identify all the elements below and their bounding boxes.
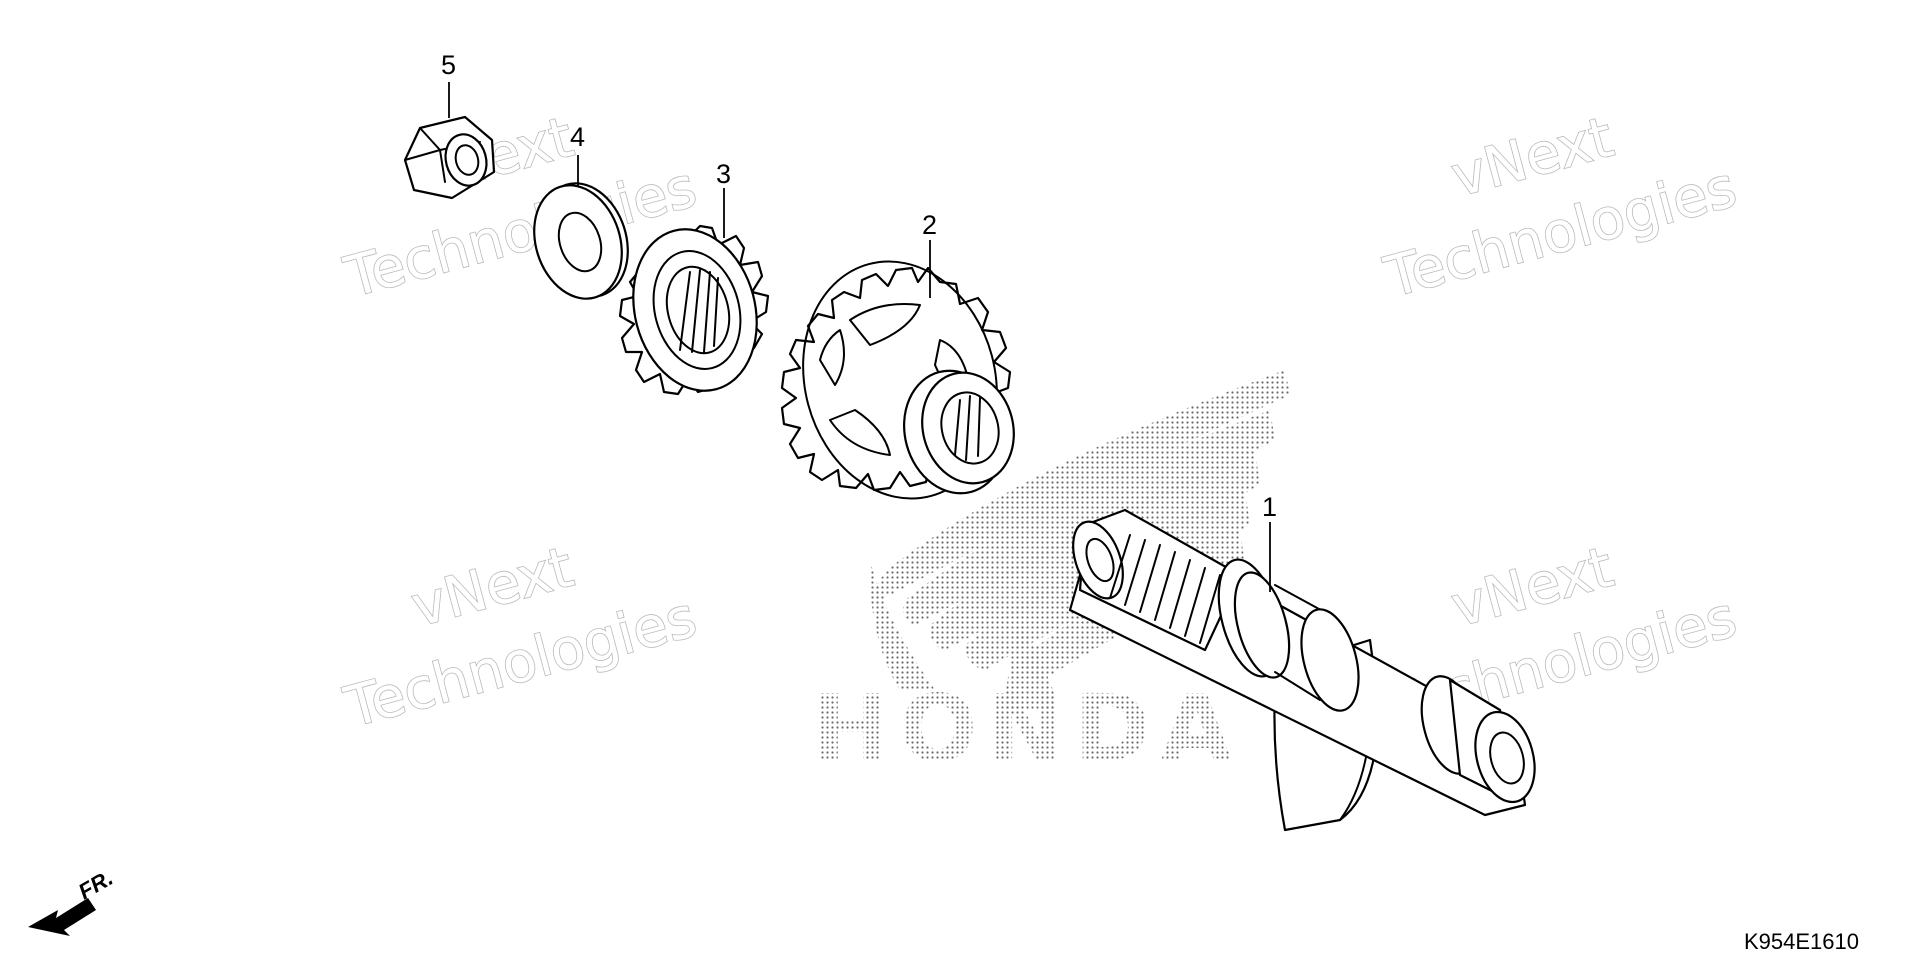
part-3-small-gear[interactable]: [616, 215, 774, 404]
part-label-4: 4: [570, 122, 585, 152]
front-direction-label: FR.: [74, 865, 117, 904]
part-label-1: 1: [1262, 492, 1277, 522]
drawing-code: K954E1610: [1744, 929, 1859, 954]
part-4-washer[interactable]: [520, 172, 642, 310]
watermark-top-right: vNext Technologies: [1377, 104, 1744, 312]
part-1-kickstarter-spindle[interactable]: [1064, 508, 1544, 832]
part-2-large-gear[interactable]: [777, 240, 1026, 521]
part-label-5: 5: [441, 50, 456, 80]
watermark-bottom-left: vNext Technologies: [337, 534, 704, 742]
part-label-3: 3: [716, 159, 731, 189]
front-direction-arrow: FR.: [28, 865, 117, 936]
honda-logo-text: HONDA: [812, 675, 1242, 782]
part-label-2: 2: [922, 210, 937, 240]
leader-lines: [448, 82, 1271, 592]
part-5-hex-nut[interactable]: [403, 115, 496, 200]
